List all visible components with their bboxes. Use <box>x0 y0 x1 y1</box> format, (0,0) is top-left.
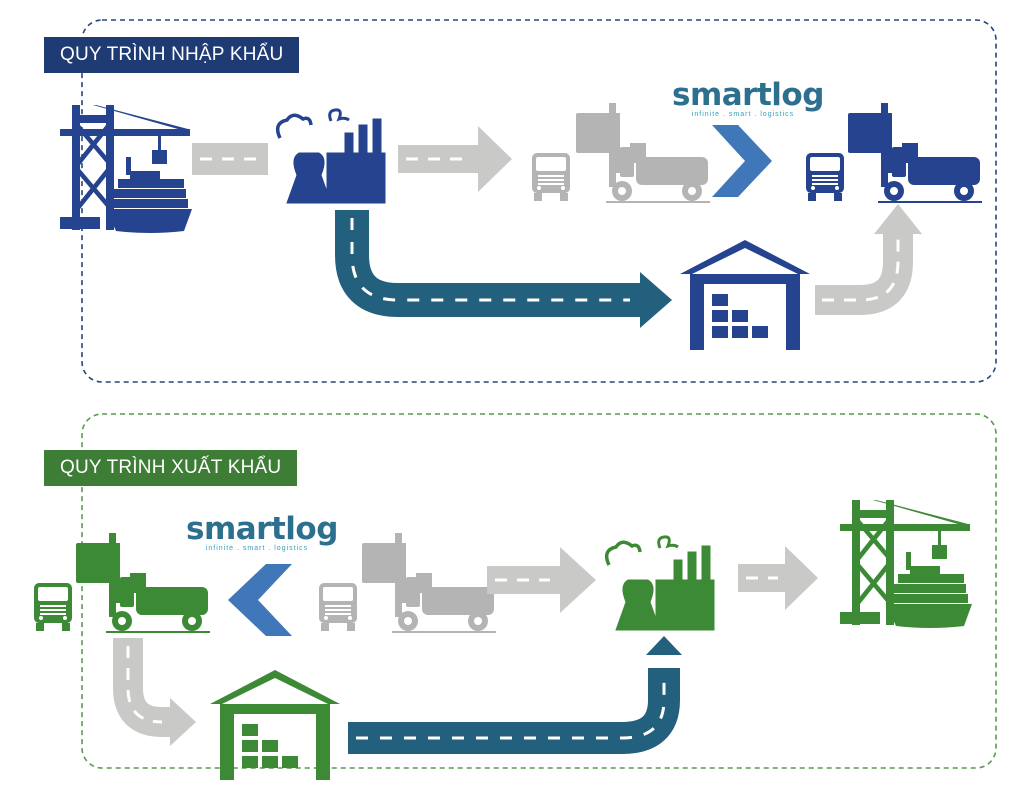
smartlog-wordmark: smartlog <box>186 511 338 547</box>
import-title: QUY TRÌNH NHẬP KHẨU <box>44 37 300 73</box>
port-crane-ship-icon <box>840 500 972 628</box>
smartlog-tagline: infinite . smart . logistics <box>205 545 309 552</box>
smartlog-wordmark: smartlog <box>672 77 824 113</box>
smartlog-tagline: infinite . smart . logistics <box>691 111 795 118</box>
reach-stacker-icon <box>362 533 496 633</box>
road-arrow-icon <box>335 210 672 328</box>
road-arrow-icon <box>815 204 922 315</box>
road-arrow-icon <box>398 126 512 192</box>
truck-icon <box>806 153 844 201</box>
reach-stacker-icon <box>848 103 982 203</box>
road-arrow-icon <box>487 547 596 613</box>
smartlog-logo: smartlog infinite . smart . logistics <box>672 77 824 119</box>
road-arrow-icon <box>348 636 682 754</box>
road-segment-icon <box>192 143 268 175</box>
truck-icon <box>532 153 570 201</box>
road-arrow-icon <box>113 638 196 746</box>
truck-icon <box>319 583 357 631</box>
road-arrow-icon <box>738 546 818 610</box>
factory-icon <box>604 535 716 632</box>
port-crane-ship-icon <box>60 105 192 233</box>
warehouse-icon <box>210 670 340 780</box>
chevron-right-icon <box>712 125 772 197</box>
smartlog-logo: smartlog infinite . smart . logistics <box>186 511 338 553</box>
truck-icon <box>34 583 72 631</box>
chevron-left-icon <box>228 564 292 636</box>
factory-icon <box>275 108 387 205</box>
export-frame <box>81 413 997 769</box>
export-title: QUY TRÌNH XUẤT KHẨU <box>44 450 298 486</box>
warehouse-icon <box>680 240 810 350</box>
